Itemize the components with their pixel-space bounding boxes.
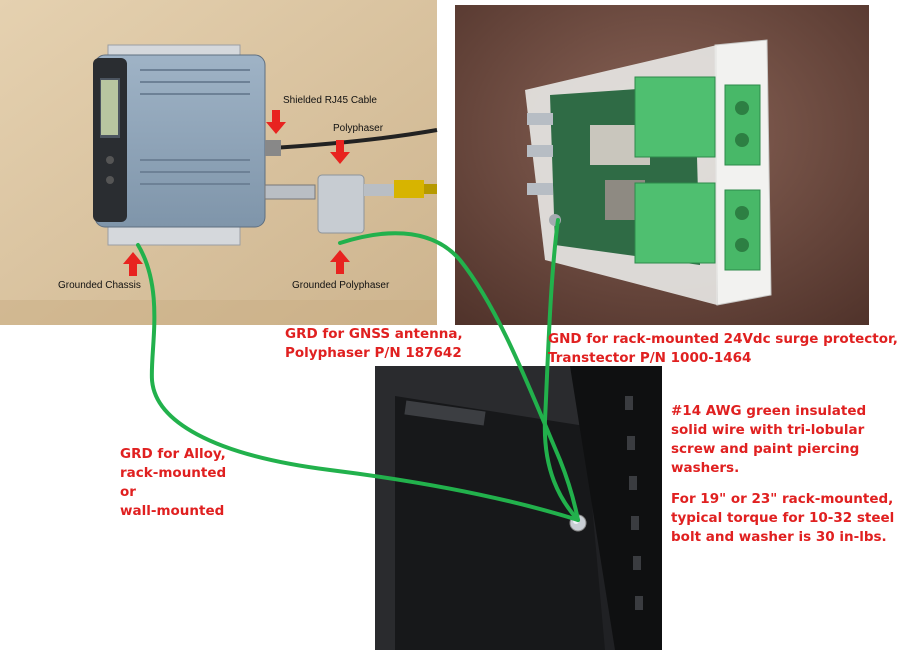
surge-annotation-line: Transtector P/N 1000-1464 bbox=[548, 350, 752, 366]
alloy-annotation-line: or bbox=[120, 484, 136, 500]
rack-photo-drawing bbox=[375, 366, 662, 650]
alloy-annotation-line: GRD for Alloy, bbox=[120, 446, 226, 462]
gnss-annotation-line: Polyphaser P/N 187642 bbox=[285, 345, 462, 361]
wire-annotation-line: washers. bbox=[671, 460, 740, 476]
gnss-annotation-line: GRD for GNSS antenna, bbox=[285, 326, 463, 342]
surge-protector-drawing bbox=[455, 5, 869, 325]
surge-protector-photo bbox=[455, 5, 869, 325]
gnss-ground-wire bbox=[338, 231, 580, 522]
grounded-chassis-label: Grounded Chassis bbox=[58, 280, 141, 291]
torque-annotation: For 19" or 23" rack-mounted, typical tor… bbox=[671, 490, 894, 547]
torque-annotation-line: typical torque for 10-32 steel bbox=[671, 510, 895, 526]
grounded-polyphaser-label: Grounded Polyphaser bbox=[292, 280, 390, 291]
wire-annotation-line: screw and paint piercing bbox=[671, 441, 860, 457]
surge-ground-annotation: GND for rack-mounted 24Vdc surge protect… bbox=[548, 330, 898, 368]
gnss-ground-annotation: GRD for GNSS antenna, Polyphaser P/N 187… bbox=[285, 325, 463, 363]
rack-photo bbox=[375, 366, 662, 650]
alloy-ground-wire bbox=[136, 243, 580, 522]
ground-wire-overlay bbox=[136, 218, 580, 522]
polyphaser-label: Polyphaser bbox=[333, 123, 384, 134]
shielded-cable-label: Shielded RJ45 Cable bbox=[283, 95, 377, 106]
surge-annotation-line: GND for rack-mounted 24Vdc surge protect… bbox=[548, 331, 898, 347]
torque-annotation-line: bolt and washer is 30 in-lbs. bbox=[671, 529, 887, 545]
alloy-annotation-line: wall-mounted bbox=[120, 503, 225, 519]
surge-ground-wire bbox=[542, 218, 580, 522]
torque-annotation-line: For 19" or 23" rack-mounted, bbox=[671, 491, 894, 507]
receiver-photo-drawing bbox=[0, 0, 438, 325]
wire-spec-annotation: #14 AWG green insulated solid wire with … bbox=[671, 402, 866, 478]
alloy-annotation-line: rack-mounted bbox=[120, 465, 227, 481]
wire-annotation-line: solid wire with tri-lobular bbox=[671, 422, 865, 438]
receiver-photo: Shielded RJ45 Cable Polyphaser Grounded … bbox=[0, 0, 438, 325]
wire-annotation-line: #14 AWG green insulated bbox=[671, 403, 867, 419]
alloy-ground-annotation: GRD for Alloy, rack-mounted or wall-moun… bbox=[120, 445, 226, 521]
